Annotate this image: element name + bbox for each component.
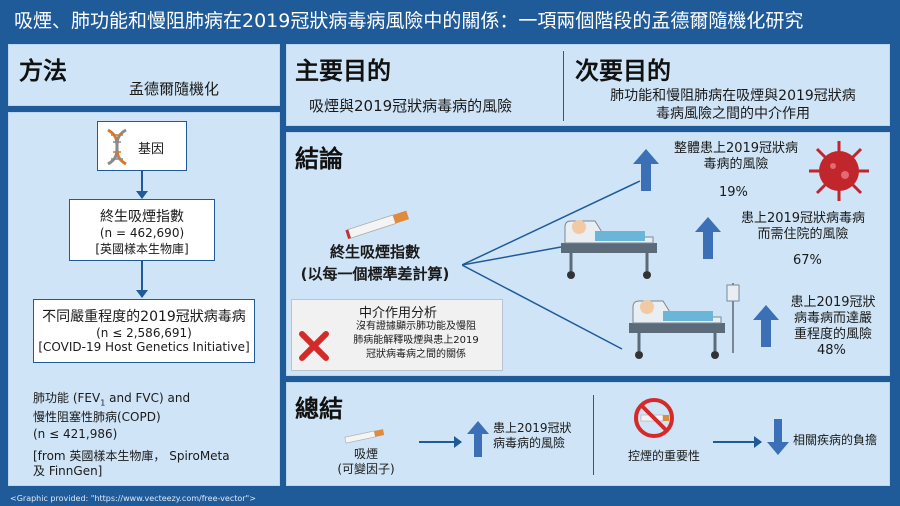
virus-icon	[809, 141, 869, 201]
covid-severity-source: [COVID-19 Host Genetics Initiative]	[38, 340, 250, 354]
smoking-index-title: 終生吸煙指數	[100, 209, 184, 225]
primary-text: 吸煙與2019冠狀病毒病的風險	[309, 97, 513, 115]
infographic-title: 吸煙、肺功能和慢阻肺病在2019冠狀病毒病風險中的關係：一項兩個階段的孟德爾隨機…	[0, 0, 900, 42]
increase-arrow-icon	[753, 305, 779, 347]
gene-label: 基因	[138, 142, 165, 157]
flow-arrow	[713, 436, 762, 448]
summary-burden: 相關疾病的負擔	[793, 433, 878, 447]
covid-severity-title: 不同嚴重程度的2019冠狀病毒病	[42, 309, 246, 325]
summary-heading: 總結	[295, 395, 343, 423]
methods-detail-panel: 基因 終生吸煙指數 (n = 462,690) [英國樣本生物庫] 不同嚴重程度…	[8, 112, 280, 486]
covid-severity-n: (n ≤ 2,586,691)	[96, 326, 192, 340]
increase-arrow-icon	[695, 217, 721, 259]
lung-source: [from 英國樣本生物庫， SpiroMeta 及 FinnGen]	[33, 449, 230, 479]
summary-smoking: 吸煙 (可變因子)	[331, 447, 401, 477]
summary-modifiable-label: (可變因子)	[337, 462, 395, 476]
lung-function-text: 肺功能 (FEV1 and FVC) and 慢性阻塞性肺病(COPD)	[33, 391, 190, 425]
cigarette-icon	[344, 429, 385, 444]
secondary-text-line1: 肺功能和慢阻肺病在吸煙與2019冠狀病	[610, 88, 856, 104]
mediation-line3: 冠狀病毒病之間的關係	[366, 349, 466, 360]
methods-subheading: 孟德爾隨機化	[128, 80, 219, 98]
smoking-index-n: (n = 462,690)	[99, 226, 185, 240]
summary-risk: 患上2019冠狀 病毒病的風險	[493, 421, 572, 451]
no-smoking-icon	[634, 398, 674, 438]
outcome-overall-line1: 整體患上2019冠狀病	[673, 141, 799, 156]
mediation-text: 沒有證據顯示肺功能及慢阻 肺病能解釋吸煙與患上2019 冠狀病毒病之間的關係	[330, 320, 502, 362]
methods-heading: 方法	[19, 57, 67, 85]
outcome-severe-line1: 患上2019冠狀	[790, 295, 876, 310]
secondary-heading: 次要目的	[575, 57, 671, 85]
fan-lines	[462, 180, 641, 350]
footer-credit: <Graphic provided: "https://www.vecteezy…	[10, 494, 256, 503]
lung-line1b: and FVC) and	[105, 391, 191, 405]
outcome-overall-line2: 毒病的風險	[703, 157, 769, 172]
summary-risk-line2: 病毒病的風險	[493, 436, 566, 450]
mediation-title: 中介作用分析	[358, 306, 437, 321]
lung-line2: 慢性阻塞性肺病(COPD)	[33, 410, 161, 425]
outcome-severe-line2: 病毒病而達嚴	[793, 311, 872, 326]
covid-severity-box: 不同嚴重程度的2019冠狀病毒病 (n ≤ 2,586,691) [COVID-…	[33, 299, 255, 363]
decrease-arrow-icon	[767, 419, 789, 455]
flow-arrow	[136, 171, 148, 199]
increase-arrow-icon	[467, 421, 489, 457]
results-panel: 結論 終生吸煙指數 (以每一個標準差計算) 整體患上2019冠狀病 毒病的風險 …	[286, 132, 890, 376]
outcome-severe-text: 患上2019冠狀 病毒病而達嚴 重程度的風險	[781, 295, 885, 343]
methods-header-panel: 方法 孟德爾隨機化	[8, 44, 280, 106]
smoking-index-box: 終生吸煙指數 (n = 462,690) [英國樣本生物庫]	[69, 199, 215, 261]
secondary-text-line2: 毒病風險之間的中介作用	[656, 106, 810, 122]
lung-source1: [from 英國樣本生物庫， SpiroMeta	[33, 449, 230, 463]
exposure-label: 終生吸煙指數 (以每一個標準差計算)	[295, 241, 455, 285]
outcome-overall-text: 整體患上2019冠狀病 毒病的風險	[661, 141, 811, 173]
outcome-hospital-text: 患上2019冠狀病毒病 而需住院的風險	[723, 211, 883, 243]
objectives-panel: 主要目的 吸煙與2019冠狀病毒病的風險 次要目的 肺功能和慢阻肺病在吸煙與20…	[286, 44, 890, 126]
smoking-index-source: [英國樣本生物庫]	[95, 242, 189, 256]
divider	[593, 395, 594, 475]
mediation-line1: 沒有證據顯示肺功能及慢阻	[356, 321, 476, 332]
flow-arrow	[419, 436, 462, 448]
exposure-line2: (以每一個標準差計算)	[300, 265, 450, 283]
summary-risk-line1: 患上2019冠狀	[493, 421, 572, 435]
outcome-severe-value: 48%	[817, 343, 846, 358]
summary-panel: 總結 吸煙 (可變因子) 患上2019冠狀 病毒病的風險 控煙的重要性 相關疾病…	[286, 382, 890, 486]
cross-icon	[299, 331, 329, 361]
divider	[563, 51, 564, 121]
hospital-bed-icon	[561, 220, 657, 279]
dna-icon	[107, 128, 127, 166]
increase-arrow-icon	[633, 149, 659, 191]
exposure-line1: 終生吸煙指數	[329, 243, 420, 261]
secondary-text: 肺功能和慢阻肺病在吸煙與2019冠狀病 毒病風險之間的中介作用	[583, 87, 883, 123]
summary-control: 控煙的重要性	[627, 449, 700, 463]
mediation-box: 中介作用分析 沒有證據顯示肺功能及慢阻 肺病能解釋吸煙與患上2019 冠狀病毒病…	[291, 299, 503, 371]
lung-sub: 1	[100, 398, 106, 408]
lung-n: (n ≤ 421,986)	[33, 427, 118, 441]
outcome-hospital-value: 67%	[793, 253, 822, 268]
outcome-severe-line3: 重程度的風險	[793, 327, 872, 342]
primary-heading: 主要目的	[295, 57, 391, 85]
outcome-hospital-line2: 而需住院的風險	[757, 227, 849, 242]
flow-arrow	[136, 261, 148, 298]
mediation-line2: 肺病能解釋吸煙與患上2019	[353, 335, 479, 346]
results-heading: 結論	[295, 145, 343, 173]
cigarette-icon	[345, 210, 410, 239]
lung-line1: 肺功能 (FEV	[33, 391, 101, 405]
hospital-bed-icon	[629, 283, 740, 359]
outcome-hospital-line1: 患上2019冠狀病毒病	[740, 211, 866, 226]
outcome-overall-value: 19%	[719, 185, 748, 200]
summary-smoking-label: 吸煙	[353, 447, 378, 461]
gene-box: 基因	[97, 121, 187, 171]
lung-source2: 及 FinnGen]	[33, 464, 103, 478]
